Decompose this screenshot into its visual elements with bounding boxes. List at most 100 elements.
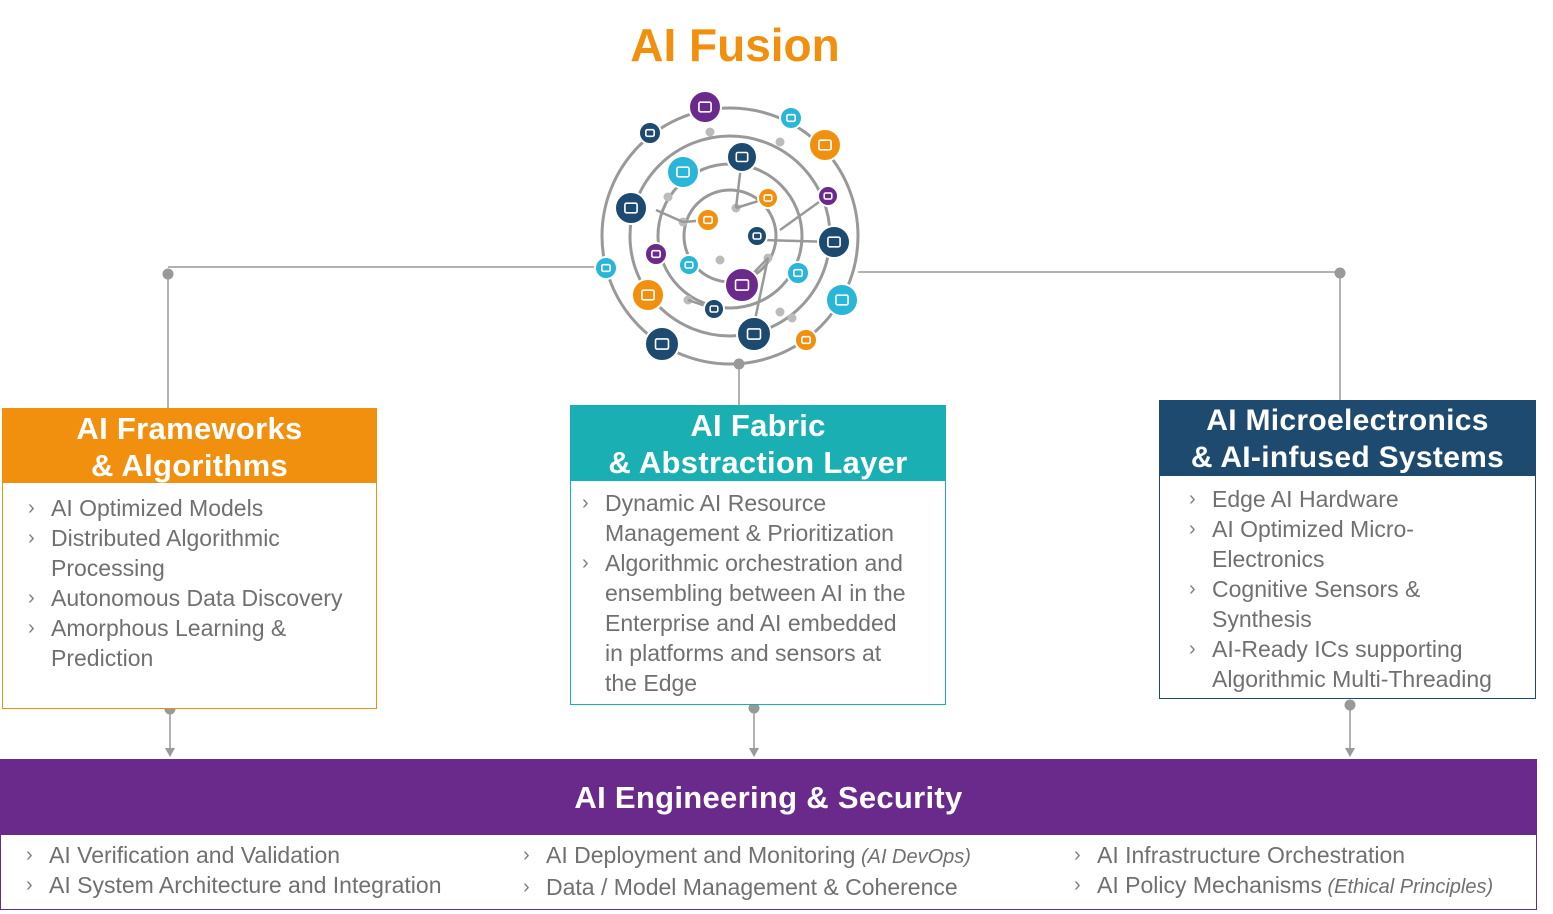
list-item-text: Algorithmic Multi-Threading: [1212, 666, 1492, 692]
tablet-icon: [736, 316, 772, 352]
list-item: › Algorithmic orchestration and ensembling…: [582, 548, 945, 698]
list-item-text: Management & Prioritization: [605, 520, 894, 546]
gear-icon: [726, 141, 758, 173]
list-item-text: AI Policy Mechanisms: [1097, 872, 1322, 898]
list-item-text: Prediction: [51, 645, 154, 671]
list-item: › AI Verification and Validation: [26, 840, 441, 870]
ai-microelectronics-heading: AI Microelectronics & AI-infused Systems: [1160, 401, 1535, 476]
network-ring: [600, 106, 860, 366]
ai-fabric-heading: AI Fabric & Abstraction Layer: [571, 406, 945, 481]
engineering-column-2: › AI Deployment and Monitoring (AI DevOps…: [523, 840, 971, 902]
folder-icon: [757, 187, 779, 209]
chevron-right-icon: ›: [28, 617, 35, 639]
list-item-text: AI System Architecture and Integration: [49, 872, 442, 898]
chevron-right-icon: ›: [523, 876, 530, 898]
list-item-text: ensembling between AI in the: [605, 580, 906, 606]
heading-line-2: & Abstraction Layer: [608, 445, 908, 480]
list-item-text: AI-Ready ICs supporting: [1212, 636, 1463, 662]
chevron-right-icon: ›: [582, 492, 589, 514]
connector-dot: [748, 702, 760, 714]
monitor-icon: [724, 267, 760, 303]
list-item: › Edge AI Hardware: [1189, 484, 1535, 514]
chevron-right-icon: ›: [523, 844, 530, 866]
chevron-right-icon: ›: [1189, 518, 1196, 540]
list-item-text: Distributed Algorithmic: [51, 525, 280, 551]
list-item: › AI Optimized Models: [28, 493, 376, 523]
list-item-text: Synthesis: [1212, 606, 1312, 632]
network-node: [715, 255, 725, 265]
list-item-text: Edge AI Hardware: [1212, 486, 1399, 512]
page-title: AI Fusion: [630, 19, 840, 71]
list-item: ›Cognitive Sensors &Synthesis: [1189, 574, 1535, 634]
chevron-right-icon: ›: [28, 527, 35, 549]
ai-microelectronics-box: AI Microelectronics & AI-infused Systems…: [1159, 400, 1536, 699]
desktop-icon: [825, 283, 859, 317]
network-node: [663, 192, 673, 202]
list-item: ›Amorphous Learning &Prediction: [28, 613, 376, 673]
list-item-text: the Edge: [605, 670, 698, 696]
list-item-text: AI Infrastructure Orchestration: [1097, 842, 1406, 868]
keyboard-icon: [703, 298, 725, 320]
ai-microelectronics-list: ›Edge AI Hardware›AI Optimized Micro-Ele…: [1160, 476, 1535, 694]
list-item-text: AI Optimized Models: [51, 495, 264, 521]
router-icon: [644, 242, 668, 266]
engineering-column-1: › AI Verification and Validation›AI Syste…: [26, 840, 442, 900]
arrowhead-icon: [165, 748, 175, 757]
heading-line-1: AI Fabric: [690, 408, 826, 443]
list-item-text: AI Deployment and Monitoring: [546, 842, 856, 868]
connector-dot: [1334, 267, 1346, 279]
chevron-right-icon: ›: [582, 552, 589, 574]
list-item-note: (Ethical Principles): [1321, 876, 1494, 898]
memory-icon: [678, 254, 700, 276]
list-item-text: Enterprise and AI embedded: [605, 610, 897, 636]
chevron-right-icon: ›: [28, 587, 35, 609]
list-item: › Autonomous Data Discovery: [28, 583, 376, 613]
list-item: ›AI System Architecture and Integration: [26, 870, 442, 900]
list-item-text: in platforms and sensors at: [605, 640, 882, 666]
ai-frameworks-box: AI Frameworks & Algorithms › AI Optimized…: [2, 408, 377, 709]
cursor-icon: [696, 208, 720, 232]
engineering-column-3: › AI Infrastructure Orchestration › AI Poli…: [1074, 840, 1494, 902]
network-node: [775, 137, 785, 147]
chevron-right-icon: ›: [26, 844, 33, 866]
heading-line-2: & AI-infused Systems: [1190, 441, 1505, 474]
chevron-right-icon: ›: [1074, 874, 1081, 896]
list-item-text: Algorithmic orchestration and: [605, 550, 903, 576]
network-node: [775, 307, 785, 317]
network-node: [705, 127, 715, 137]
chevron-right-icon: ›: [28, 497, 35, 519]
document-icon: [594, 256, 618, 280]
connector-dot: [162, 268, 174, 280]
ai-frameworks-heading: AI Frameworks & Algorithms: [3, 409, 376, 483]
chevron-right-icon: ›: [1189, 488, 1196, 510]
chip-icon: [746, 225, 768, 247]
list-item-text: Processing: [51, 555, 165, 581]
wifi-icon: [817, 185, 839, 207]
heading-line-2: & Algorithms: [90, 448, 289, 483]
ai-engineering-heading: AI Engineering & Security: [1, 760, 1536, 835]
gauge-icon: [786, 261, 810, 285]
list-item-text: AI Verification and Validation: [49, 842, 341, 868]
list-item-text: Autonomous Data Discovery: [51, 585, 343, 611]
network-spoke: [655, 208, 684, 224]
list-item: › AI Deployment and Monitoring (AI DevOps…: [523, 840, 971, 872]
list-item: › AI Infrastructure Orchestration: [1074, 840, 1493, 870]
phone-icon: [666, 155, 700, 189]
chevron-right-icon: ›: [1074, 844, 1081, 866]
ai-fabric-box: AI Fabric & Abstraction Layer › Dynamic A…: [570, 405, 946, 705]
chevron-right-icon: ›: [1189, 578, 1196, 600]
list-item-text: Dynamic AI Resource: [605, 490, 827, 516]
server-icon: [644, 326, 680, 362]
list-item-note: (AI DevOps): [855, 846, 971, 868]
arrowhead-icon: [749, 748, 759, 757]
heading-line-1: AI Microelectronics: [1206, 404, 1489, 437]
ai-frameworks-list: › AI Optimized Models › Distributed Algorit…: [3, 483, 376, 673]
signal-bars-icon: [688, 90, 722, 124]
credit-card-icon: [638, 121, 662, 145]
list-item: › AI Policy Mechanisms (Ethical Principle…: [1074, 870, 1494, 902]
